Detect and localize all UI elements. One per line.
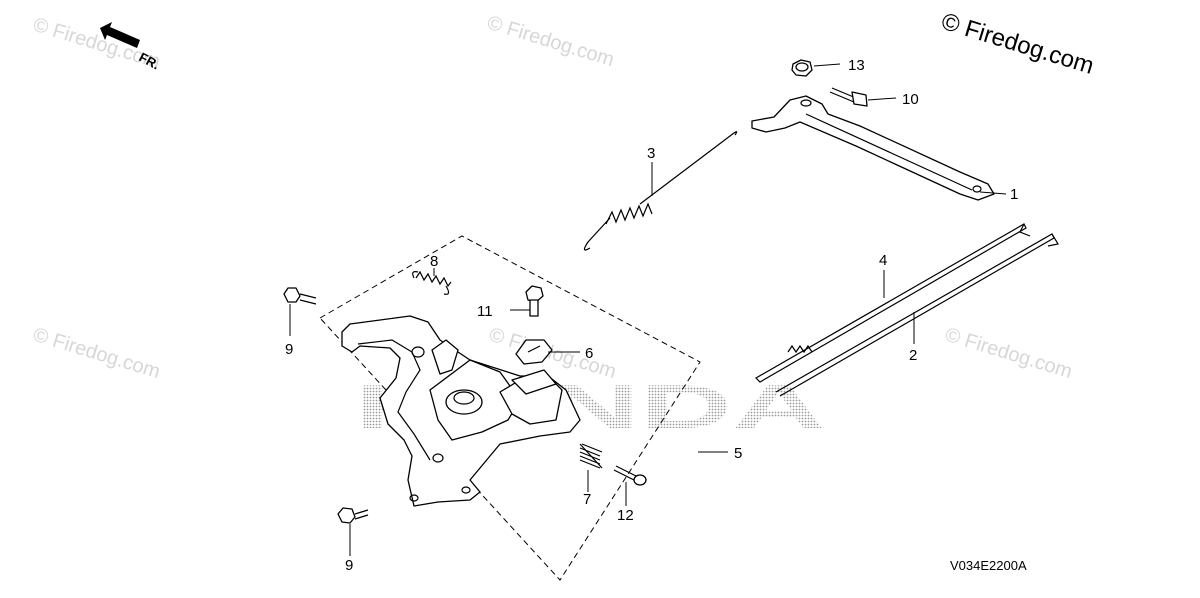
watermark-group: © Firedog.com © Firedog.com © Firedog.co…	[31, 12, 1075, 383]
copyright-label: © Firedog.com	[938, 8, 1097, 80]
watermark-top-center: © Firedog.com	[485, 12, 617, 71]
callout-labels: 1 2 3 4 5 6 7 8 9 9 10 11 12 13	[285, 57, 1018, 574]
part-13-nut	[791, 59, 813, 77]
figure-code: V034E2200A	[950, 558, 1027, 573]
callout-12: 12	[617, 507, 634, 524]
part-9-bolt-lower	[337, 507, 369, 524]
callout-6: 6	[585, 345, 593, 362]
part-5-control-bracket	[341, 315, 581, 507]
callout-11: 11	[477, 303, 493, 320]
callout-9-upper: 9	[285, 341, 293, 358]
callout-8: 8	[430, 253, 438, 270]
part-10-bolt	[829, 87, 868, 107]
callout-3: 3	[647, 145, 655, 162]
part-2-rod	[775, 233, 1059, 397]
part-8-spring	[412, 270, 452, 295]
callout-10: 10	[902, 91, 919, 108]
watermark-mid-left: © Firedog.com	[31, 324, 163, 383]
part-3-spring	[583, 131, 738, 251]
part-9-bolt-upper	[283, 287, 317, 305]
callout-1: 1	[1010, 186, 1018, 203]
part-11-bolt	[525, 285, 544, 317]
callout-4: 4	[879, 252, 887, 269]
callout-9-lower: 9	[345, 557, 353, 574]
callout-7: 7	[583, 491, 591, 508]
leader-lines	[289, 63, 1007, 556]
watermark-mid-right: © Firedog.com	[943, 324, 1075, 383]
part-1-lever-arm	[751, 95, 995, 201]
part-12-screw	[613, 465, 647, 486]
callout-13: 13	[848, 57, 865, 74]
part-4-rod	[755, 223, 1031, 383]
callout-5: 5	[734, 445, 742, 462]
part-7-spring	[579, 443, 603, 469]
callout-2: 2	[909, 347, 917, 364]
part-6-clip	[515, 339, 553, 365]
